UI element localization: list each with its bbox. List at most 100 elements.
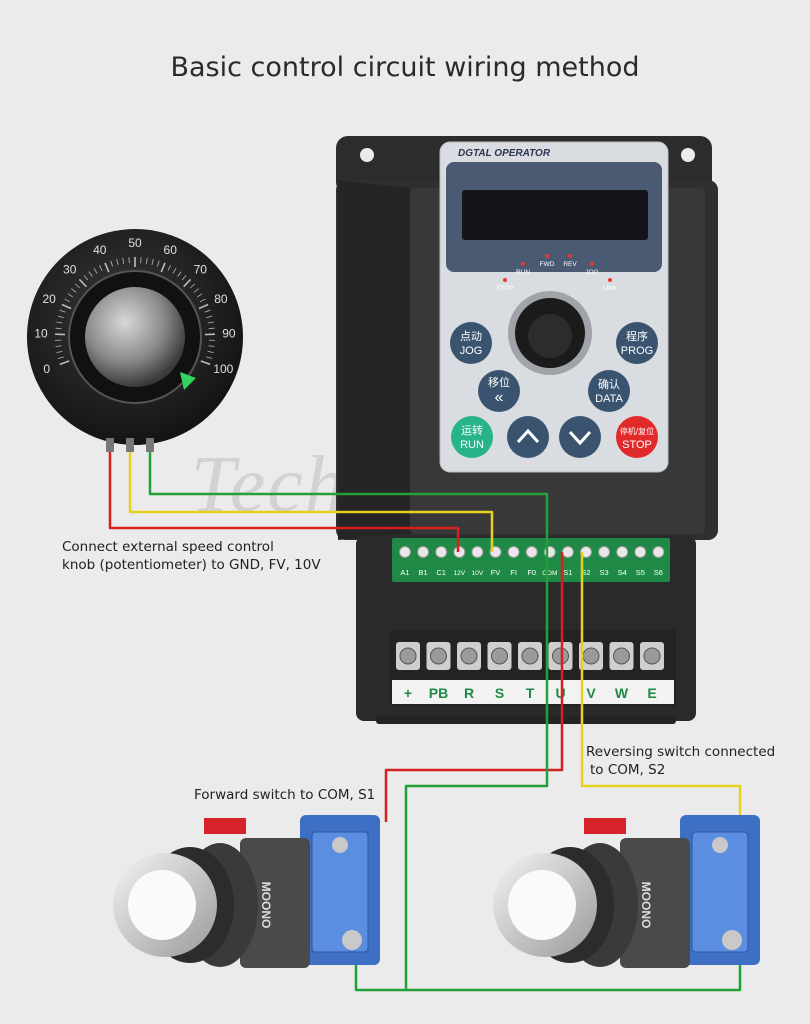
operator-header: DGTAL OPERATOR: [458, 148, 551, 159]
control-terminal-label: S5: [636, 568, 645, 577]
dial-tick: [207, 321, 214, 324]
terminal-screw[interactable]: [652, 546, 665, 558]
svg-text:运转: 运转: [461, 423, 483, 437]
dial-tick: [183, 278, 192, 288]
terminal-screw[interactable]: [399, 647, 417, 665]
switch-brand-label: MOONO: [259, 882, 273, 929]
dial-tick: [93, 268, 98, 274]
svg-text:确认: 确认: [598, 378, 620, 391]
pot-green-wire: [148, 452, 549, 552]
dial-tick: [88, 271, 93, 277]
dial-scale-label: 30: [63, 262, 77, 276]
svg-text:程序: 程序: [626, 329, 648, 343]
dial-tick: [167, 265, 171, 271]
up-button[interactable]: [507, 416, 549, 458]
data-button[interactable]: 确认 DATA: [588, 370, 630, 412]
mount-hole-right: [681, 148, 695, 162]
terminal-screw[interactable]: [435, 546, 448, 558]
indicator-led: [521, 262, 525, 266]
control-terminal-label: S3: [600, 568, 609, 577]
dial-tick: [206, 356, 213, 359]
dial-scale-label: 80: [214, 292, 228, 306]
terminal-screw[interactable]: [561, 546, 574, 558]
terminal-screw[interactable]: [521, 647, 539, 665]
svg-text:STOP: STOP: [622, 439, 652, 451]
terminal-screw[interactable]: [643, 647, 661, 665]
control-terminal-label: FV: [491, 568, 501, 577]
control-terminal-label: A1: [400, 568, 409, 577]
terminal-screw[interactable]: [453, 546, 466, 558]
dial-tick: [145, 257, 148, 264]
svg-text:点动: 点动: [460, 330, 482, 343]
control-terminal-label: S2: [581, 568, 590, 577]
pointer-triangle-icon: [180, 372, 196, 390]
dial-scale-label: 20: [42, 292, 56, 306]
power-terminal-label: E: [647, 685, 656, 701]
down-button[interactable]: [559, 416, 601, 458]
dial-tick: [116, 259, 119, 266]
dial-tick: [172, 268, 177, 274]
page-title: Basic control circuit wiring method: [170, 52, 640, 83]
dial-tick: [206, 315, 213, 318]
terminal-screw[interactable]: [491, 647, 508, 665]
dial-tick: [199, 298, 206, 303]
forward-red-wire: [384, 552, 564, 822]
reverse-yellow-wire: [580, 552, 742, 838]
terminal-screw[interactable]: [471, 546, 484, 558]
control-terminal-label: S4: [618, 568, 627, 577]
indicator-led: [608, 278, 612, 282]
pot-red-wire: [108, 452, 460, 552]
terminal-screw[interactable]: [525, 546, 538, 558]
svg-text:移位: 移位: [488, 375, 510, 389]
control-terminal-label: FI: [510, 568, 517, 577]
terminal-screw[interactable]: [582, 647, 600, 665]
dial-tick: [64, 298, 71, 303]
indicator-label: REV: [563, 261, 577, 268]
potentiometer-note: Connect external speed control knob (pot…: [62, 539, 321, 573]
terminal-screw[interactable]: [634, 546, 647, 558]
power-terminal-label: R: [464, 685, 474, 701]
reverse-switch[interactable]: MOONO: [493, 815, 760, 968]
terminal-screw[interactable]: [616, 546, 629, 558]
dial-scale-label: 50: [128, 236, 142, 250]
forward-switch-note: Forward switch to COM, S1: [194, 787, 376, 803]
run-button[interactable]: 运转 RUN: [451, 416, 493, 458]
terminal-screw[interactable]: [552, 647, 569, 665]
dial-scale-label: 40: [93, 243, 107, 257]
power-terminal-label: W: [615, 685, 629, 701]
terminal-screw[interactable]: [430, 647, 447, 665]
terminal-screw[interactable]: [399, 546, 411, 558]
dial-tick: [67, 293, 74, 298]
terminal-screw[interactable]: [460, 647, 478, 665]
terminal-screw[interactable]: [613, 647, 630, 665]
indicator-led: [568, 254, 572, 258]
control-terminal-label: COM: [542, 570, 557, 577]
mount-hole-left: [360, 148, 374, 162]
forward-switch[interactable]: MOONO: [113, 815, 380, 968]
power-terminal-label: U: [555, 685, 565, 701]
control-terminal-label: 10V: [472, 570, 484, 577]
potentiometer-knob[interactable]: [85, 287, 185, 387]
dial-tick: [56, 321, 63, 324]
dial-tick: [151, 259, 154, 266]
jog-button[interactable]: 点动 JOG: [450, 322, 492, 364]
terminal-screw[interactable]: [507, 546, 520, 558]
dial-tick: [193, 288, 199, 293]
dial-tick: [177, 271, 182, 277]
terminal-screw[interactable]: [417, 546, 430, 558]
prog-button[interactable]: 程序 PROG: [616, 322, 658, 364]
control-terminal-label: S6: [654, 568, 663, 577]
dial-tick: [55, 345, 62, 347]
reverse-switch-note: Reversing switch connected to COM, S2: [586, 744, 776, 778]
shift-button[interactable]: 移位 «: [478, 370, 520, 412]
control-terminal-label: C1: [436, 568, 446, 577]
stop-button[interactable]: 停机/复位 STOP: [616, 416, 658, 458]
terminal-screw[interactable]: [598, 546, 611, 558]
control-terminal-label: B1: [419, 568, 428, 577]
dial-scale-label: 10: [34, 327, 48, 341]
indicator-label: FWD: [540, 261, 555, 268]
indicator-led: [545, 254, 549, 258]
